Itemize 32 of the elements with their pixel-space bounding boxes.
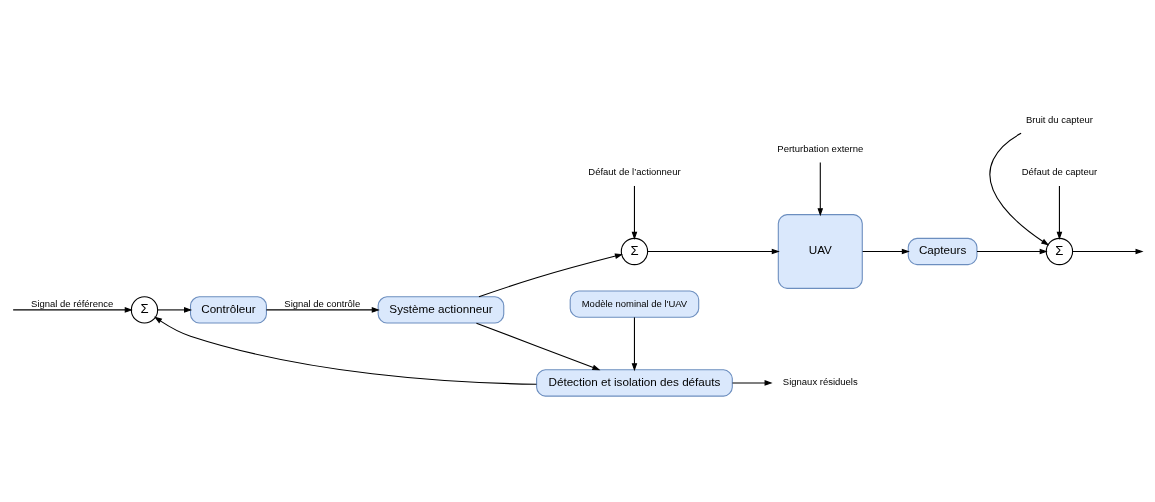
arrow bbox=[1072, 248, 1144, 254]
arrow bbox=[631, 184, 638, 240]
node-box: Modèle nominal de l'UAV bbox=[569, 289, 700, 318]
arrow bbox=[1056, 184, 1063, 240]
node-text: Signaux résiduels bbox=[782, 375, 858, 387]
arrow bbox=[731, 379, 773, 386]
arrow bbox=[647, 248, 780, 254]
arrow bbox=[989, 132, 1050, 246]
node-box: UAV bbox=[777, 213, 863, 289]
node-text: Défaut de l’actionneur bbox=[588, 165, 681, 177]
edge-label: Signal de référence bbox=[31, 297, 114, 309]
arrow bbox=[631, 316, 638, 371]
node-circle: Σ bbox=[130, 295, 159, 324]
arrow bbox=[12, 306, 133, 313]
node-box: Capteurs bbox=[907, 237, 978, 265]
arrow bbox=[265, 306, 380, 313]
arrow bbox=[157, 306, 193, 313]
node-box: Système actionneur bbox=[377, 295, 505, 324]
edge-label: Signal de contrôle bbox=[284, 297, 361, 309]
node-circle: Σ bbox=[1045, 237, 1074, 265]
node-text: Bruit du capteur bbox=[1025, 113, 1093, 125]
arrow bbox=[817, 161, 824, 216]
arrow bbox=[976, 248, 1048, 254]
arrow bbox=[475, 322, 601, 370]
node-circle: Σ bbox=[620, 237, 649, 265]
arrow bbox=[478, 252, 623, 297]
node-text: Perturbation externe bbox=[777, 142, 864, 154]
node-box: Détection et isolation des défauts bbox=[536, 368, 733, 397]
node-text: Défaut de capteur bbox=[1021, 165, 1098, 177]
arrow bbox=[154, 316, 537, 385]
node-box: Contrôleur bbox=[189, 295, 267, 324]
arrow bbox=[862, 248, 910, 254]
